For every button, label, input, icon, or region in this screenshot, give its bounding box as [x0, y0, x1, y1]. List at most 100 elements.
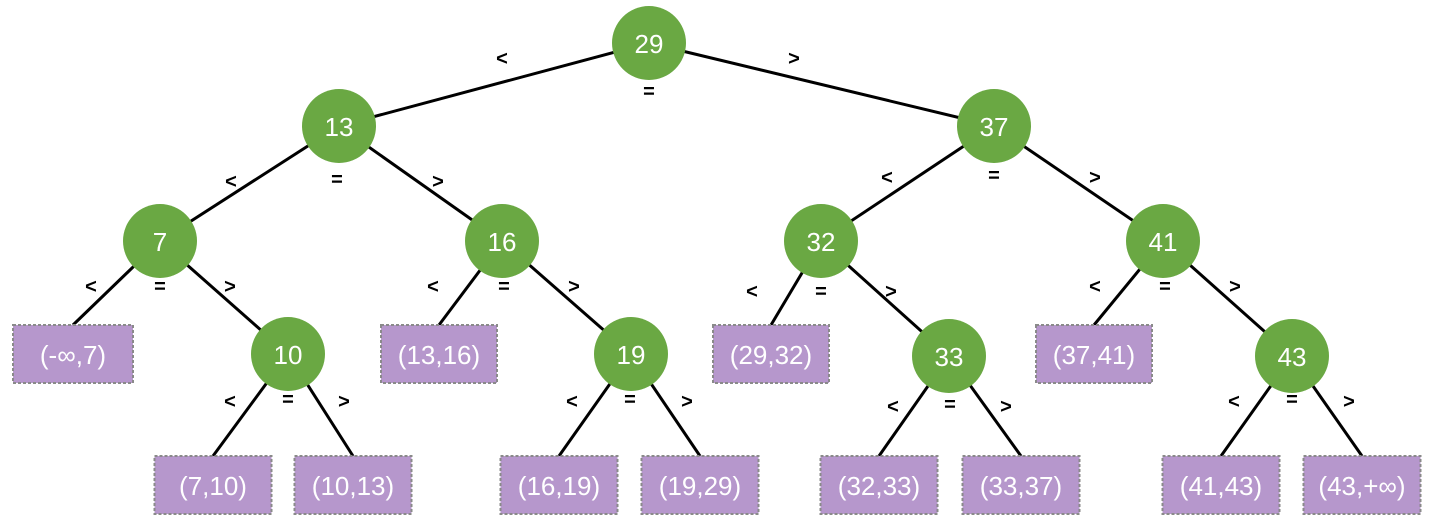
comparator-lt-n37: < — [881, 167, 893, 189]
interval-leaf: (-∞,7) — [12, 324, 134, 384]
comparator-gt-n33: > — [1000, 396, 1012, 418]
key-node: 7 — [123, 204, 197, 278]
interval-label: (33,37) — [980, 471, 1062, 501]
comparator-lt-n19: < — [566, 391, 578, 413]
comparator-eq-n16: = — [498, 276, 510, 298]
comparator-gt-n19: > — [681, 391, 693, 413]
interval-box — [640, 455, 760, 515]
comparator-gt-n7: > — [224, 276, 236, 298]
interval-label: (29,32) — [730, 340, 812, 370]
interval-label: (-∞,7) — [40, 340, 106, 370]
node-circle — [612, 6, 686, 80]
interval-leaf: (43,+∞) — [1302, 455, 1422, 515]
node-circle — [1255, 319, 1329, 393]
comparator-eq-n33: = — [944, 394, 956, 416]
comparator-lt-n32: < — [746, 281, 758, 303]
interval-leaf: (29,32) — [712, 324, 830, 384]
comparator-lt-n7: < — [85, 276, 97, 298]
key-node: 19 — [594, 317, 668, 391]
node-circle — [302, 89, 376, 163]
comparator-gt-n43: > — [1343, 391, 1355, 413]
node-key-label: 29 — [635, 29, 664, 59]
interval-label: (41,43) — [1180, 471, 1262, 501]
interval-leaf: (10,13) — [293, 455, 413, 515]
key-node: 29 — [612, 6, 686, 80]
node-circle — [1126, 204, 1200, 278]
comparator-eq-n41: = — [1159, 276, 1171, 298]
comparator-gt-n32: > — [885, 281, 897, 303]
comparator-lt-n29: < — [496, 48, 508, 70]
comparator-gt-n29: > — [788, 48, 800, 70]
comparator-gt-n13: > — [432, 171, 444, 193]
node-circle — [912, 319, 986, 393]
interval-box — [12, 324, 134, 384]
interval-box — [712, 324, 830, 384]
interval-label: (16,19) — [518, 471, 600, 501]
node-key-label: 33 — [935, 342, 964, 372]
node-key-label: 32 — [807, 227, 836, 257]
node-key-label: 43 — [1278, 342, 1307, 372]
node-circle — [251, 317, 325, 391]
interval-label: (19,29) — [659, 471, 741, 501]
key-node: 33 — [912, 319, 986, 393]
comparator-lt-n33: < — [887, 396, 899, 418]
key-node: 10 — [251, 317, 325, 391]
comparator-eq-n19: = — [624, 389, 636, 411]
interval-box — [380, 324, 498, 384]
interval-box — [1035, 324, 1153, 384]
node-circle — [123, 204, 197, 278]
interval-leaf: (33,37) — [961, 455, 1081, 515]
interval-leaf: (16,19) — [499, 455, 619, 515]
comparator-eq-n13: = — [331, 169, 343, 191]
edge-n29-n13 — [338, 41, 650, 128]
interval-box — [293, 455, 413, 515]
key-node: 37 — [957, 89, 1031, 163]
node-key-label: 37 — [980, 112, 1009, 142]
node-circle — [957, 89, 1031, 163]
key-node: 32 — [784, 204, 858, 278]
interval-leaf: (13,16) — [380, 324, 498, 384]
node-circle — [465, 204, 539, 278]
interval-box — [1302, 455, 1422, 515]
key-node: 16 — [465, 204, 539, 278]
interval-label: (32,33) — [838, 471, 920, 501]
comparator-eq-n37: = — [988, 165, 1000, 187]
node-key-label: 13 — [325, 112, 354, 142]
node-key-label: 10 — [274, 340, 303, 370]
comparator-lt-n10: < — [224, 391, 236, 413]
interval-leaf: (7,10) — [153, 455, 273, 515]
node-key-label: 41 — [1149, 227, 1178, 257]
comparator-lt-n16: < — [427, 276, 439, 298]
comparator-labels: <=><=><=><=><=><=><=><=><=><=><=> — [85, 48, 1355, 418]
key-nodes: 29 13 37 7 16 32 41 10 19 33 43 — [123, 6, 1329, 393]
interval-leaves: (-∞,7)(13,16)(29,32)(37,41)(7,10)(10,13)… — [12, 324, 1422, 515]
interval-box — [499, 455, 619, 515]
node-circle — [784, 204, 858, 278]
comparator-eq-n43: = — [1286, 389, 1298, 411]
comparator-gt-n10: > — [338, 391, 350, 413]
interval-label: (10,13) — [312, 471, 394, 501]
comparator-eq-n32: = — [815, 281, 827, 303]
comparator-eq-n10: = — [282, 389, 294, 411]
interval-leaf: (41,43) — [1161, 455, 1281, 515]
edge-n29-n37 — [648, 41, 995, 128]
comparator-lt-n43: < — [1228, 391, 1240, 413]
interval-leaf: (19,29) — [640, 455, 760, 515]
comparator-lt-n41: < — [1089, 276, 1101, 298]
key-node: 43 — [1255, 319, 1329, 393]
comparator-gt-n37: > — [1089, 167, 1101, 189]
node-key-label: 16 — [488, 227, 517, 257]
interval-label: (7,10) — [179, 471, 247, 501]
comparator-gt-n16: > — [568, 276, 580, 298]
key-node: 13 — [302, 89, 376, 163]
comparator-eq-n7: = — [154, 276, 166, 298]
interval-box — [961, 455, 1081, 515]
key-node: 41 — [1126, 204, 1200, 278]
node-key-label: 19 — [617, 340, 646, 370]
comparator-gt-n41: > — [1229, 276, 1241, 298]
interval-box — [819, 455, 939, 515]
interval-box — [153, 455, 273, 515]
comparator-lt-n13: < — [225, 171, 237, 193]
interval-label: (13,16) — [398, 340, 480, 370]
